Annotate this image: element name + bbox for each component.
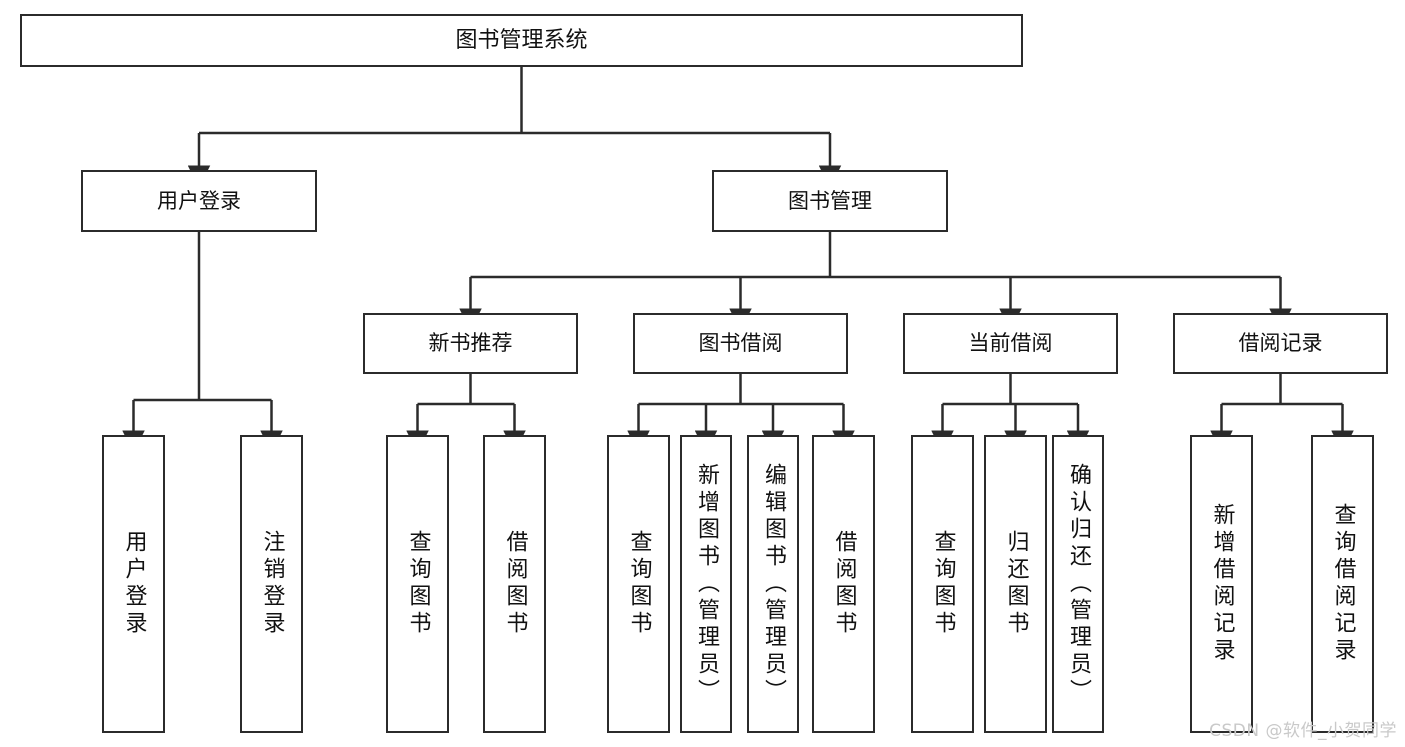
node-label: 借阅图书 bbox=[502, 530, 528, 638]
node-label: 查询借阅记录 bbox=[1330, 503, 1356, 665]
node-label: 图书管理系统 bbox=[455, 27, 588, 53]
node-leaf-bo-edit[interactable]: 编辑图书（管理员） bbox=[747, 435, 799, 733]
node-label: 新书推荐 bbox=[428, 331, 513, 356]
node-label: 查询图书 bbox=[930, 530, 956, 638]
node-leaf-cu-query[interactable]: 查询图书 bbox=[911, 435, 974, 733]
node-label: 查询图书 bbox=[626, 530, 652, 638]
node-label: 注销登录 bbox=[259, 530, 285, 638]
node-current[interactable]: 当前借阅 bbox=[903, 313, 1118, 374]
node-bookmgmt[interactable]: 图书管理 bbox=[712, 170, 948, 232]
node-label: 新增图书（管理员） bbox=[693, 462, 719, 706]
node-label: 确认归还（管理员） bbox=[1065, 462, 1091, 706]
node-leaf-bo-query[interactable]: 查询图书 bbox=[607, 435, 670, 733]
node-login[interactable]: 用户登录 bbox=[81, 170, 317, 232]
node-label: 图书管理 bbox=[788, 188, 872, 213]
node-leaf-login[interactable]: 用户登录 bbox=[102, 435, 165, 733]
node-leaf-re-add[interactable]: 新增借阅记录 bbox=[1190, 435, 1253, 733]
node-label: 查询图书 bbox=[405, 530, 431, 638]
node-records[interactable]: 借阅记录 bbox=[1173, 313, 1388, 374]
node-label: 借阅图书 bbox=[831, 530, 857, 638]
node-borrow[interactable]: 图书借阅 bbox=[633, 313, 848, 374]
node-label: 图书借阅 bbox=[698, 331, 783, 356]
node-leaf-re-query[interactable]: 查询借阅记录 bbox=[1311, 435, 1374, 733]
node-leaf-bo-borrow[interactable]: 借阅图书 bbox=[812, 435, 875, 733]
node-root[interactable]: 图书管理系统 bbox=[20, 14, 1023, 67]
node-label: 归还图书 bbox=[1003, 530, 1029, 638]
watermark: CSDN @软件_小贺同学 bbox=[1209, 721, 1397, 741]
node-leaf-logout[interactable]: 注销登录 bbox=[240, 435, 303, 733]
node-label: 用户登录 bbox=[121, 530, 147, 638]
node-leaf-nb-borrow[interactable]: 借阅图书 bbox=[483, 435, 546, 733]
node-leaf-bo-add[interactable]: 新增图书（管理员） bbox=[680, 435, 732, 733]
node-label: 新增借阅记录 bbox=[1209, 503, 1235, 665]
node-leaf-nb-query[interactable]: 查询图书 bbox=[386, 435, 449, 733]
node-label: 编辑图书（管理员） bbox=[760, 462, 786, 706]
node-label: 当前借阅 bbox=[968, 331, 1053, 356]
node-leaf-cu-return[interactable]: 归还图书 bbox=[984, 435, 1047, 733]
node-leaf-cu-confirm[interactable]: 确认归还（管理员） bbox=[1052, 435, 1104, 733]
node-label: 借阅记录 bbox=[1238, 331, 1323, 356]
node-newbook[interactable]: 新书推荐 bbox=[363, 313, 578, 374]
node-label: 用户登录 bbox=[157, 188, 241, 213]
